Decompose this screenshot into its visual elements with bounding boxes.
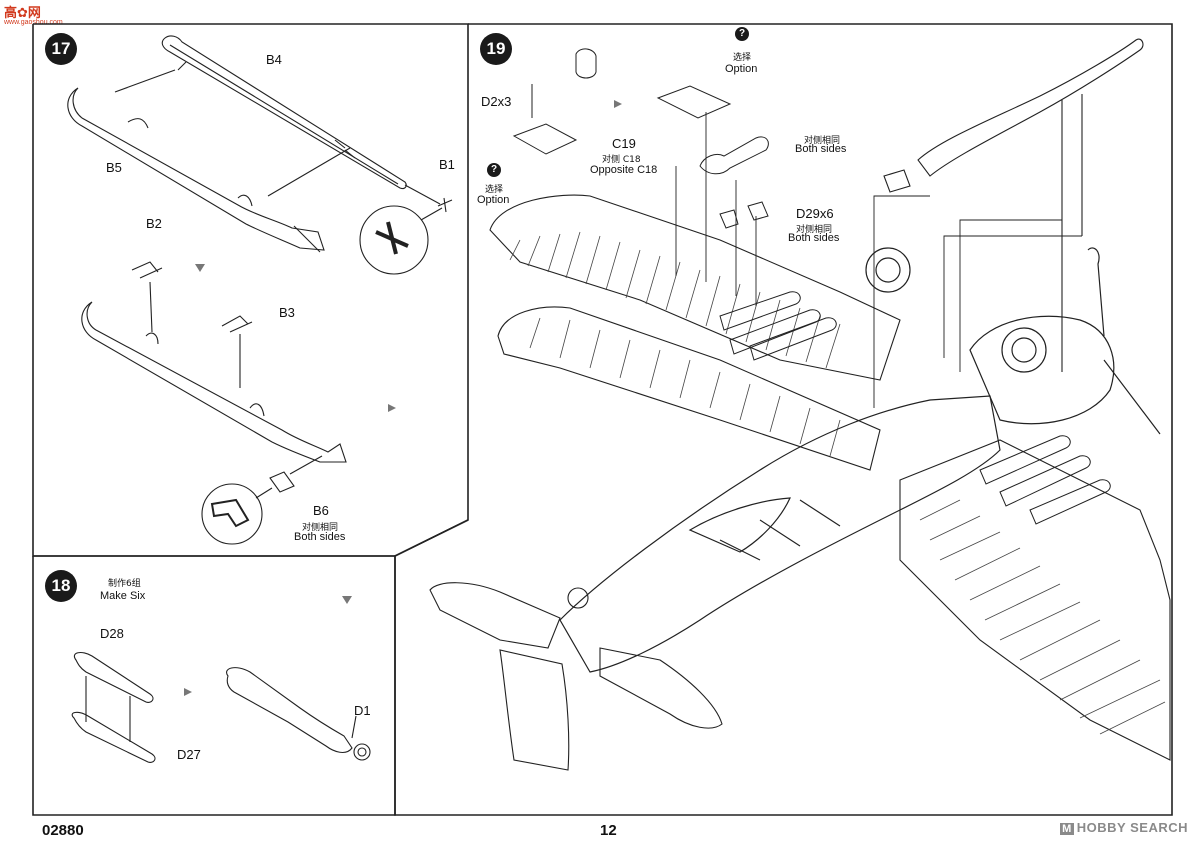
step-19-badge: 19 xyxy=(480,33,512,65)
rocket-note-en: Both sides xyxy=(795,143,847,155)
wing-ribs-left xyxy=(509,231,841,457)
d29-note-en: Both sides xyxy=(788,232,840,244)
d29-note-cn: 对侧相同 xyxy=(796,225,833,235)
aircraft-wing-right xyxy=(899,439,1171,761)
part-label-d28: D28 xyxy=(100,626,124,641)
option-question-icon-1: ? xyxy=(487,163,501,177)
panel-19-border xyxy=(394,23,1173,816)
part-b6-bracket xyxy=(201,455,323,545)
panel-17-border xyxy=(32,23,469,557)
part-label-b4: B4 xyxy=(266,52,282,67)
aircraft-wing-left xyxy=(489,194,901,471)
option-question-icon-2: ? xyxy=(735,27,749,41)
part-label-d2x3: D2x3 xyxy=(481,94,512,109)
product-code: 02880 xyxy=(42,822,84,839)
part-label-b6: B6 xyxy=(313,503,329,518)
make-six-cn: 制作6组 xyxy=(108,579,141,589)
step-17-badge: 17 xyxy=(45,33,77,65)
aircraft-tail xyxy=(429,582,723,771)
torpedo-with-b2-b3 xyxy=(81,261,347,463)
site-logo: 高✿网 xyxy=(4,6,41,21)
step19-arrows xyxy=(614,100,622,108)
part-label-d29x6: D29x6 xyxy=(796,206,834,221)
rocket-note-cn: 对侧相同 xyxy=(804,136,841,146)
part-b1-fin xyxy=(359,184,453,275)
page-number: 12 xyxy=(600,822,617,839)
c18-note-cn: 对侧 C18 xyxy=(602,155,641,165)
watermark-text: HOBBY SEARCH xyxy=(1076,820,1188,835)
option1-en: Option xyxy=(477,194,510,206)
c18-note-en: Opposite C18 xyxy=(590,164,658,176)
step19-small-parts xyxy=(512,48,769,229)
step17-arrows xyxy=(195,264,396,412)
aircraft-engine xyxy=(865,247,1161,435)
underwing-rockets-right xyxy=(979,435,1111,525)
panel-18-border xyxy=(32,555,396,816)
bomb-d28 xyxy=(71,651,156,763)
part-label-b3: B3 xyxy=(279,305,295,320)
underwing-rockets-left xyxy=(719,291,837,361)
option1-cn: 选择 xyxy=(485,185,504,195)
option2-cn: 选择 xyxy=(733,53,752,63)
part-label-d27: D27 xyxy=(177,747,201,762)
part-label-d1: D1 xyxy=(354,703,371,718)
wing-ribs-right xyxy=(919,499,1166,735)
rocket-d1 xyxy=(226,667,371,761)
step18-arrows xyxy=(184,596,352,696)
part-label-b2: B2 xyxy=(146,216,162,231)
part-label-c19: C19 xyxy=(612,136,636,151)
b6-note-en: Both sides xyxy=(294,531,346,543)
option2-en: Option xyxy=(725,63,758,75)
site-url: www.gaoshou.com xyxy=(4,19,63,26)
make-six-en: Make Six xyxy=(100,590,146,602)
watermark-badge: M xyxy=(1060,823,1074,835)
part-label-b1: B1 xyxy=(439,157,455,172)
step-18-badge: 18 xyxy=(45,570,77,602)
step19-leader-lines xyxy=(675,112,1082,408)
b6-note-cn: 对侧相同 xyxy=(302,523,339,533)
aircraft-fuselage xyxy=(559,395,1001,673)
drop-tank xyxy=(883,38,1144,372)
torpedo-b5 xyxy=(67,69,351,253)
torpedo-b4 xyxy=(161,35,407,190)
part-label-b5: B5 xyxy=(106,160,122,175)
